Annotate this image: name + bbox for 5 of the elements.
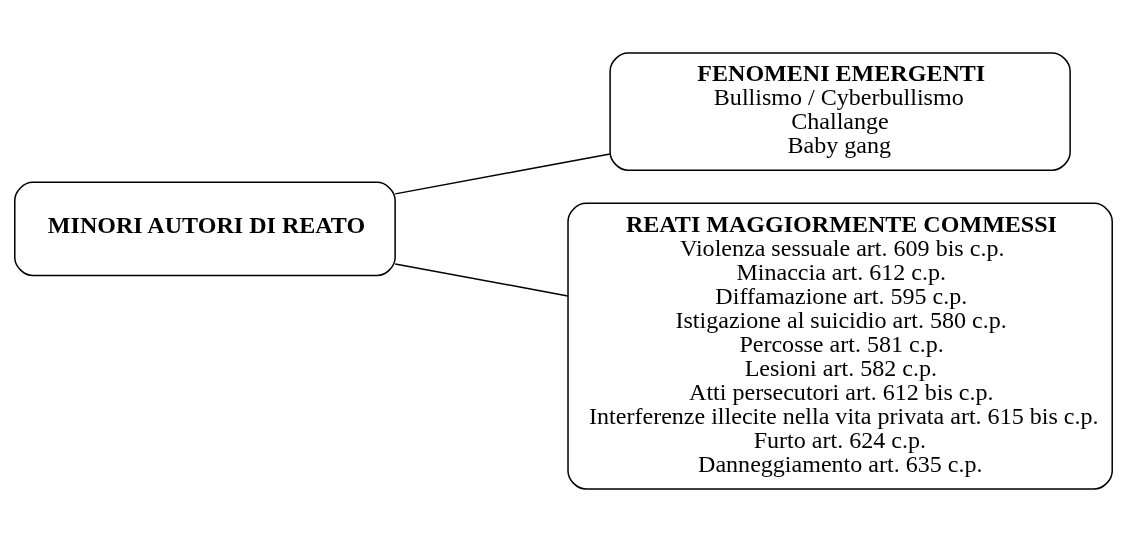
node-box: MINORI AUTORI DI REATO xyxy=(14,181,396,276)
node-box: REATI MAGGIORMENTE COMMESSI Violenza sessuale art. 609 bis c.p. Minaccia art. 612 c.p. Diffamazione art. 595 c.p. Istigazione al suicidio art. 580 c.p. Percosse art. 581 c.p. Lesioni art. 582 c.p. Atti persecutori art. 612 bis c.p. Interferenze illecite nella vita privata art. 615 bis c.p. Furto art. 624 c.p. Danneggiamento art. 635 c.p. xyxy=(567,202,1113,490)
connector xyxy=(394,262,569,297)
node-box: FENOMENI EMERGENTI Bullismo / Cyberbullismo Challange Baby gang xyxy=(609,51,1071,171)
connector xyxy=(394,152,611,195)
